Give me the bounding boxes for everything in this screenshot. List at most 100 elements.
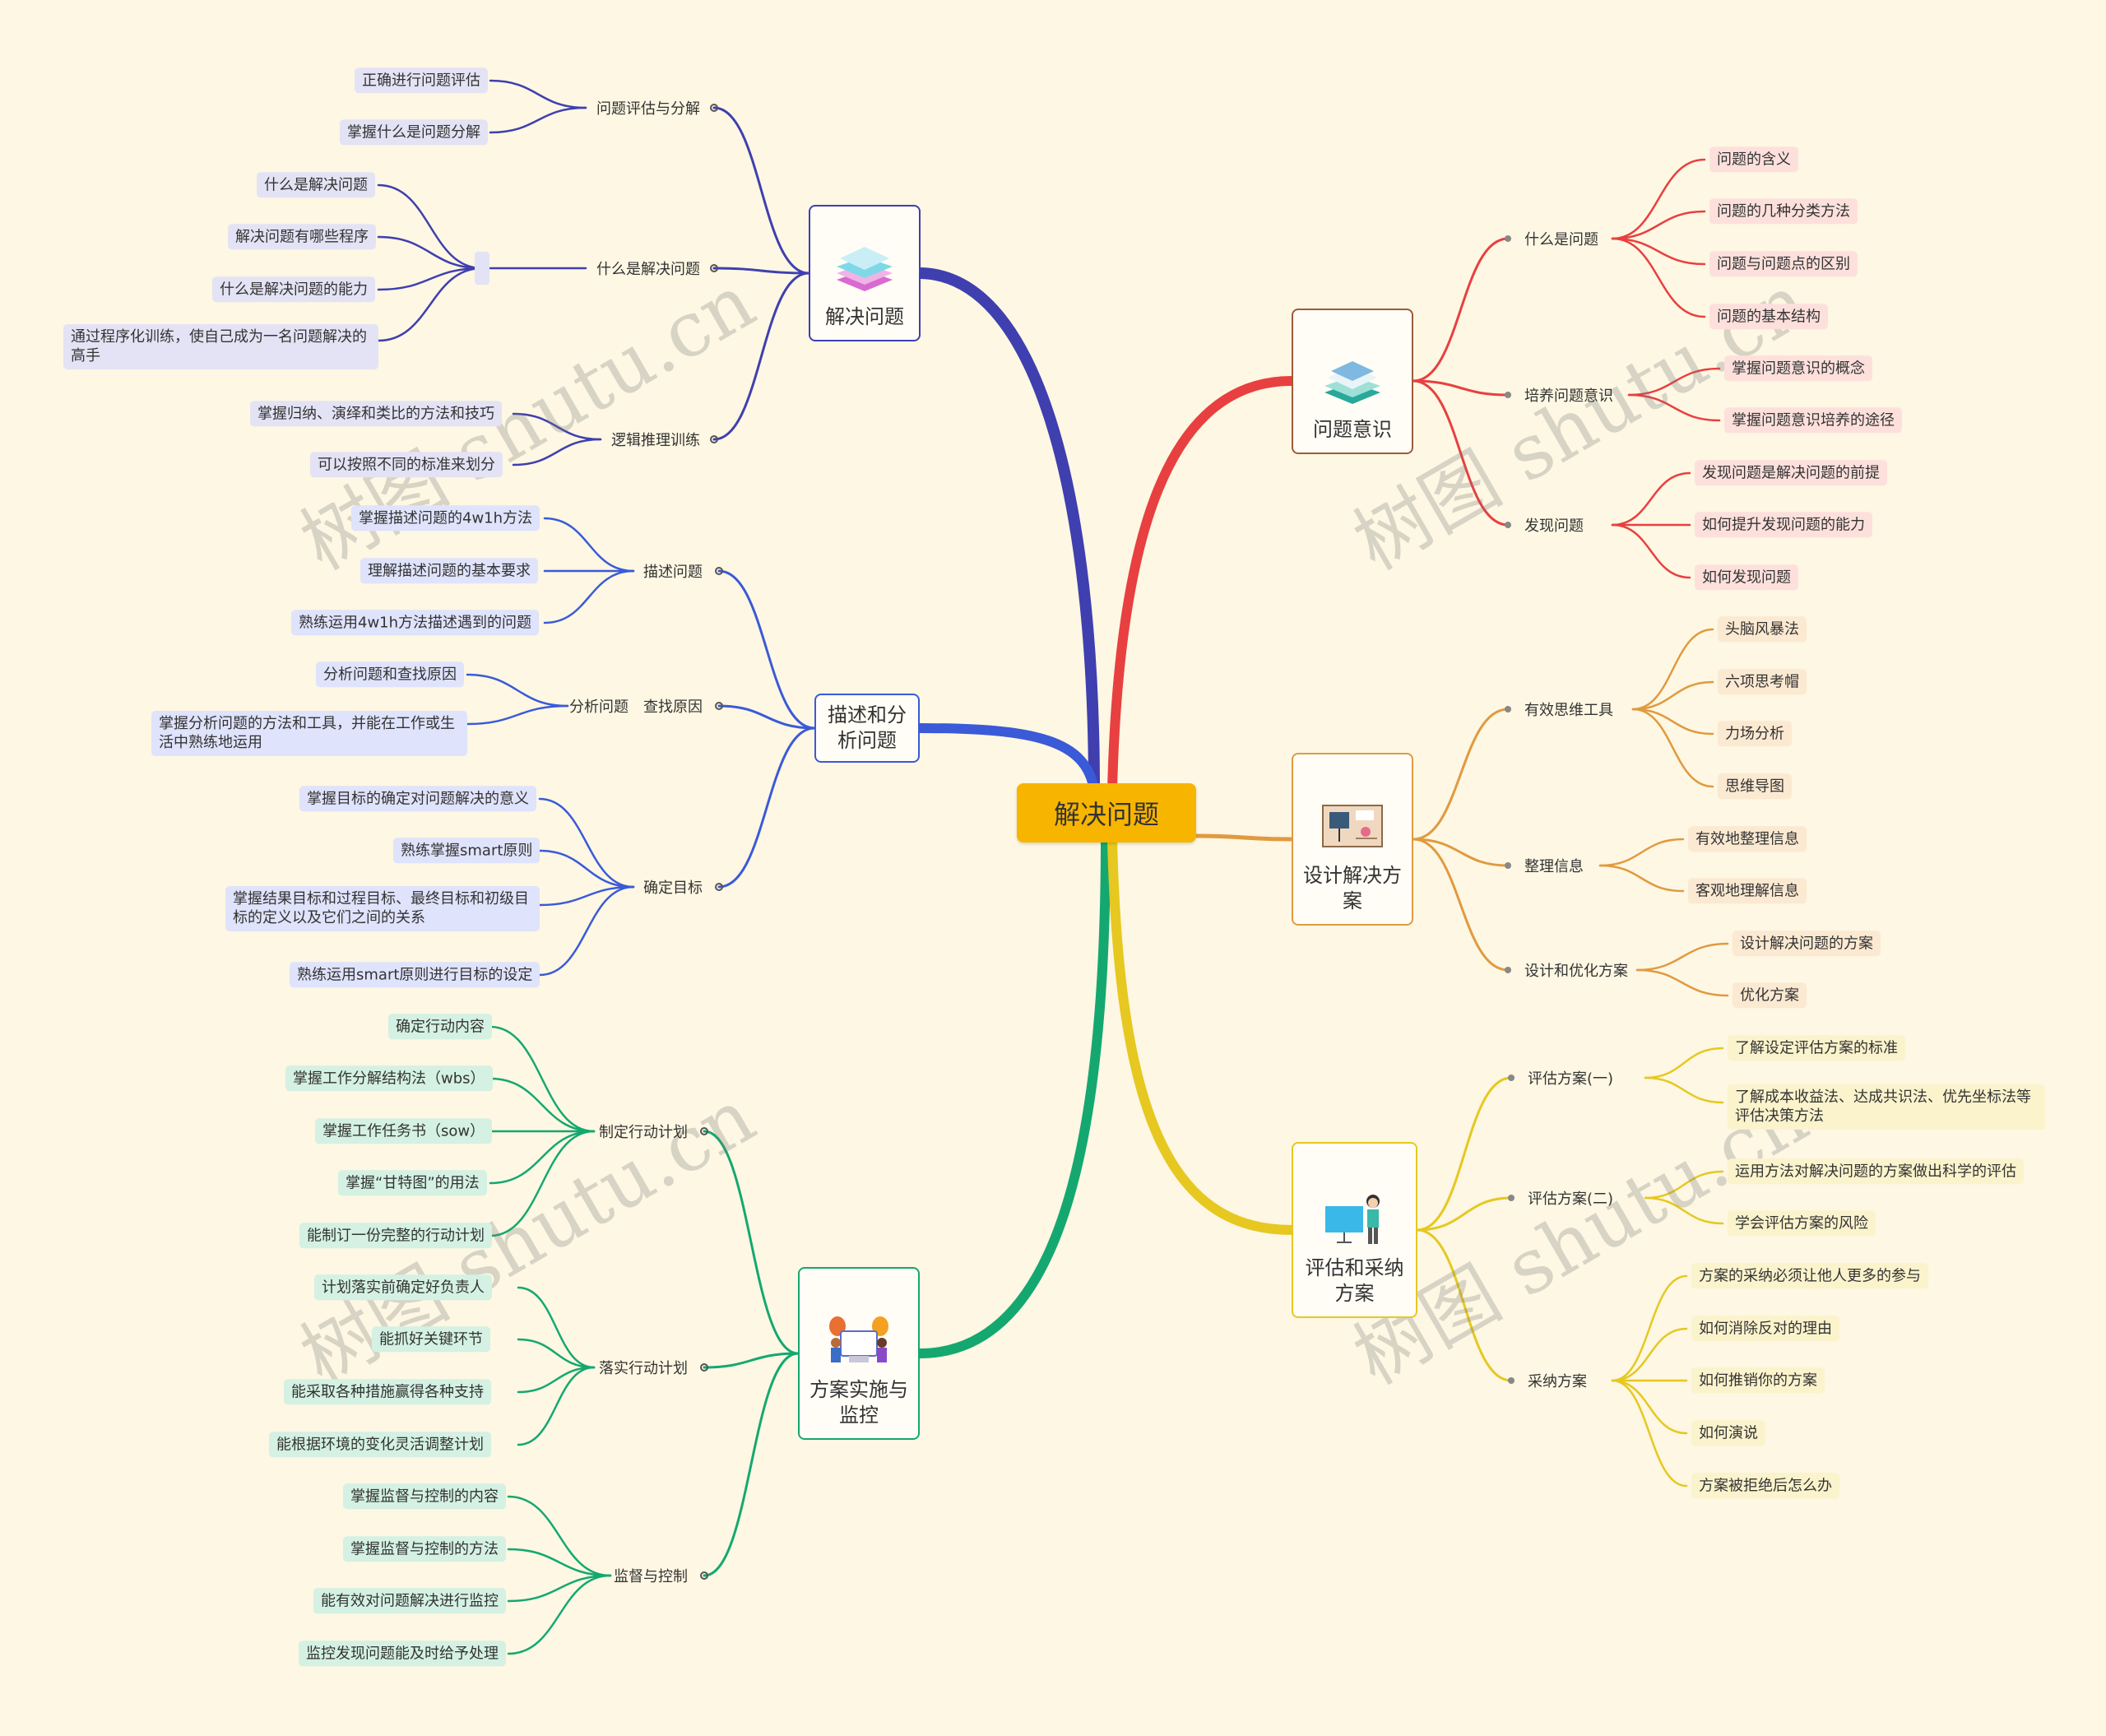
leaf[interactable]: 方案的采纳必须让他人更多的参与 — [1691, 1263, 1928, 1289]
leaf[interactable]: 客观地理解信息 — [1688, 878, 1807, 904]
topic-describe-analyze[interactable]: 描述和分析问题 — [814, 694, 920, 763]
subtopic[interactable]: 什么是解决问题 — [596, 261, 700, 278]
subtopic[interactable]: 整理信息 — [1524, 858, 1584, 875]
leaf[interactable]: 掌握问题意识培养的途径 — [1724, 407, 1902, 434]
leaf[interactable]: 掌握工作任务书（sow） — [315, 1118, 493, 1144]
leaf[interactable]: 掌握归纳、演绎和类比的方法和技巧 — [250, 401, 502, 427]
connector — [1644, 1076, 1724, 1104]
leaf[interactable]: 能制订一份完整的行动计划 — [299, 1223, 492, 1249]
leaf[interactable]: 六项思考帽 — [1718, 669, 1807, 695]
leaf[interactable]: 头脑风暴法 — [1718, 616, 1807, 643]
leaf[interactable]: 能根据环境的变化灵活调整计划 — [269, 1432, 491, 1458]
leaf[interactable]: 解决问题有哪些程序 — [228, 224, 376, 250]
leaf[interactable]: 计划落实前确定好负责人 — [314, 1274, 492, 1301]
subtopic[interactable]: 确定目标 — [643, 880, 703, 897]
connector — [517, 1366, 596, 1394]
leaf[interactable]: 思维导图 — [1718, 773, 1792, 800]
leaf[interactable]: 能采取各种措施赢得各种支持 — [284, 1379, 491, 1405]
leaf[interactable]: 设计解决问题的方案 — [1733, 931, 1881, 957]
leaf[interactable]: 能有效对问题解决进行监控 — [313, 1588, 506, 1614]
leaf[interactable]: 掌握监督与控制的内容 — [343, 1483, 506, 1510]
board-icon — [1322, 804, 1383, 847]
leaf[interactable]: 掌握问题意识的概念 — [1724, 355, 1872, 382]
leaf[interactable]: 了解成本收益法、达成共识法、优先坐标法等评估决策方法 — [1728, 1084, 2045, 1130]
connector-dot — [1505, 235, 1511, 242]
leaf[interactable]: 掌握描述问题的4w1h方法 — [351, 505, 540, 531]
leaf[interactable]: 正确进行问题评估 — [355, 67, 488, 94]
connector — [703, 1352, 800, 1369]
connector — [915, 267, 1100, 796]
leaf[interactable]: 什么是解决问题 — [257, 172, 375, 198]
connector — [377, 183, 484, 270]
subtopic[interactable]: 逻辑推理训练 — [611, 432, 700, 449]
connector — [507, 1574, 612, 1655]
connector — [1412, 708, 1510, 841]
subtopic[interactable]: 描述问题 — [643, 564, 703, 581]
leaf[interactable]: 分析问题和查找原因 — [316, 661, 464, 688]
connector — [517, 1366, 596, 1446]
subtopic[interactable]: 评估方案(一) — [1528, 1070, 1614, 1088]
leaf[interactable]: 如何演说 — [1691, 1420, 1765, 1446]
subtopic[interactable]: 发现问题 — [1524, 518, 1584, 535]
leaf[interactable]: 掌握分析问题的方法和工具，并能在工作或生活中熟练地运用 — [151, 711, 467, 756]
topic-implement-monitor[interactable]: 方案实施与监控 — [798, 1267, 920, 1440]
leaf[interactable]: 掌握“甘特图”的用法 — [338, 1170, 487, 1196]
connector-dot — [1505, 967, 1511, 973]
topic-evaluate-adopt[interactable]: 评估和采纳方案 — [1292, 1142, 1417, 1318]
leaf[interactable]: 运用方法对解决问题的方案做出科学的评估 — [1728, 1158, 2024, 1185]
leaf[interactable]: 通过程序化训练，使自己成为一名问题解决的高手 — [63, 324, 378, 369]
topic-solve-problem[interactable]: 解决问题 — [809, 205, 921, 341]
subtopic[interactable]: 监督与控制 — [614, 1568, 688, 1585]
topic-design-solution[interactable]: 设计解决方案 — [1292, 753, 1413, 926]
leaf[interactable]: 掌握结果目标和过程目标、最终目标和初级目标的定义以及它们之间的关系 — [225, 886, 540, 931]
subtopic[interactable]: 制定行动计划 — [599, 1124, 688, 1141]
leaf[interactable]: 学会评估方案的风险 — [1728, 1210, 1876, 1237]
leaf[interactable]: 如何推销你的方案 — [1691, 1367, 1825, 1394]
leaf[interactable]: 发现问题是解决问题的前提 — [1695, 460, 1887, 486]
leaf[interactable]: 掌握目标的确定对问题解决的意义 — [299, 786, 536, 812]
leaf[interactable]: 问题的含义 — [1709, 146, 1798, 173]
leaf[interactable]: 问题与问题点的区别 — [1709, 251, 1858, 277]
placeholder-node — [475, 252, 489, 285]
root-topic[interactable]: 解决问题 — [1017, 783, 1196, 842]
leaf[interactable]: 熟练掌握smart原则 — [393, 838, 540, 864]
connector — [517, 1338, 596, 1369]
leaf[interactable]: 掌握监督与控制的方法 — [343, 1536, 506, 1562]
topic-problem-awareness[interactable]: 问题意识 — [1292, 309, 1413, 454]
leaf[interactable]: 优化方案 — [1733, 982, 1807, 1009]
leaf[interactable]: 理解描述问题的基本要求 — [360, 558, 538, 584]
subtopic[interactable]: 设计和优化方案 — [1524, 963, 1628, 980]
leaf[interactable]: 确定行动内容 — [388, 1014, 492, 1040]
leaf[interactable]: 有效地整理信息 — [1688, 826, 1807, 852]
leaf[interactable]: 掌握什么是问题分解 — [340, 119, 488, 146]
subtopic[interactable]: 评估方案(二) — [1528, 1191, 1614, 1208]
leaf[interactable]: 方案被拒绝后怎么办 — [1691, 1473, 1839, 1499]
subtopic[interactable]: 问题评估与分解 — [596, 100, 700, 118]
connector — [489, 1130, 596, 1237]
leaf[interactable]: 可以按照不同的标准来划分 — [310, 452, 503, 478]
subtopic[interactable]: 落实行动计划 — [599, 1360, 688, 1377]
subtopic[interactable]: 采纳方案 — [1528, 1373, 1587, 1390]
connector-dot — [700, 1363, 708, 1372]
leaf[interactable]: 能抓好关键环节 — [372, 1326, 490, 1353]
leaf[interactable]: 问题的几种分类方法 — [1709, 198, 1858, 225]
leaf[interactable]: 如何消除反对的理由 — [1691, 1316, 1839, 1342]
leaf[interactable]: 如何提升发现问题的能力 — [1695, 512, 1872, 538]
subtopic[interactable]: 分析问题 查找原因 — [569, 699, 703, 716]
subtopic[interactable]: 有效思维工具 — [1524, 702, 1613, 719]
leaf[interactable]: 如何发现问题 — [1695, 564, 1798, 591]
leaf[interactable]: 熟练运用4w1h方法描述遇到的问题 — [291, 610, 540, 636]
leaf[interactable]: 了解设定评估方案的标准 — [1728, 1035, 1905, 1061]
leaf[interactable]: 问题的基本结构 — [1709, 304, 1828, 330]
leaf[interactable]: 监控发现问题能及时给予处理 — [299, 1641, 506, 1667]
subtopic[interactable]: 什么是问题 — [1524, 231, 1598, 248]
connector — [466, 704, 569, 726]
leaf[interactable]: 熟练运用smart原则进行目标的设定 — [290, 962, 540, 988]
connector — [1635, 968, 1729, 997]
connector — [1598, 838, 1685, 867]
leaf[interactable]: 什么是解决问题的能力 — [212, 276, 375, 303]
leaf[interactable]: 力场分析 — [1718, 721, 1792, 747]
connector — [717, 726, 816, 889]
subtopic[interactable]: 培养问题意识 — [1524, 388, 1613, 405]
leaf[interactable]: 掌握工作分解结构法（wbs） — [285, 1065, 493, 1092]
